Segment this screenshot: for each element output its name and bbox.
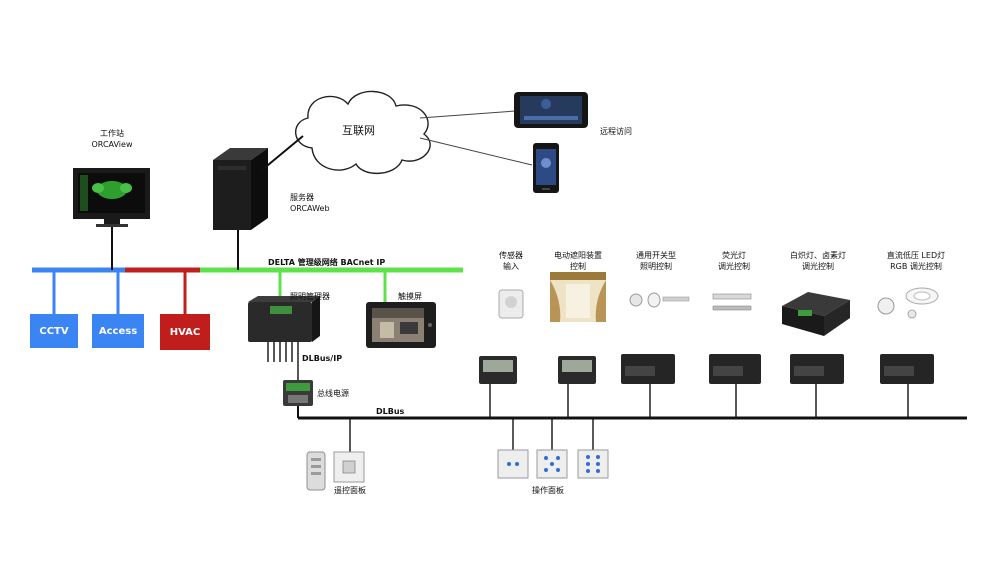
bus-module-4	[709, 354, 761, 384]
server-label-line1: 服务器	[290, 193, 314, 202]
bus-module-5	[790, 354, 844, 384]
field-device-line1: 电动遮阳装置	[554, 251, 602, 260]
bus-module-6	[880, 354, 934, 384]
touch-screen-icon	[366, 302, 436, 348]
phone-icon	[533, 143, 559, 193]
field-device-line2: 调光控制	[718, 262, 750, 271]
field-device-label-switch: 通用开关型 照明控制	[636, 250, 676, 272]
dlbus-ip-label: DLBus/IP	[302, 354, 343, 363]
remote-control-icon	[306, 451, 326, 491]
remote-access-label: 远程访问	[600, 127, 632, 136]
workstation-label-line1: 工作站	[100, 129, 124, 138]
field-device-label-sensor: 传感器 输入	[499, 250, 523, 272]
field-device-line2: RGB 调光控制	[890, 262, 942, 271]
field-device-label-led: 直流低压 LED灯 RGB 调光控制	[887, 250, 945, 272]
workstation-label: 工作站 ORCAView	[92, 128, 133, 150]
field-device-line1: 白炽灯、卤素灯	[790, 251, 846, 260]
field-device-label-fluorescent: 荧光灯 调光控制	[718, 250, 750, 272]
remote-panel-label: 遥控面板	[334, 486, 366, 495]
dlbus-label: DLBus	[376, 407, 405, 416]
server-label: 服务器 ORCAWeb	[290, 192, 330, 214]
tablet-icon	[514, 92, 588, 128]
lighting-manager-icon	[248, 296, 320, 342]
field-device-line1: 通用开关型	[636, 251, 676, 260]
bus-module-1	[479, 356, 517, 384]
server-label-line2: ORCAWeb	[290, 204, 330, 213]
internet-cloud-icon	[295, 90, 431, 175]
field-device-line1: 传感器	[499, 251, 523, 260]
led-strip-icon	[877, 287, 939, 319]
cctv-box: CCTV	[30, 314, 78, 348]
access-label: Access	[98, 325, 138, 337]
server-cloud-link	[261, 135, 304, 171]
access-box: Access	[92, 314, 144, 348]
cctv-label: CCTV	[39, 325, 69, 337]
field-device-line2: 照明控制	[640, 262, 672, 271]
workstation-label-line2: ORCAView	[91, 140, 133, 149]
hvac-box: HVAC	[160, 314, 210, 350]
motorized-curtain-icon	[550, 272, 606, 322]
switch-lighting-icon	[629, 292, 690, 308]
field-device-label-curtain: 电动遮阳装置 控制	[554, 250, 602, 272]
bus-module-2	[558, 356, 596, 384]
bus-power-supply-icon	[283, 380, 313, 406]
field-device-line2: 输入	[503, 262, 519, 271]
cloud-tablet-link	[419, 110, 516, 119]
field-device-line1: 荧光灯	[722, 251, 746, 260]
fluorescent-lamp-icon	[712, 293, 752, 311]
hvac-label: HVAC	[169, 326, 201, 338]
workstation-monitor-icon	[73, 168, 150, 227]
field-device-line2: 调光控制	[802, 262, 834, 271]
operation-panel-icon-3	[577, 449, 609, 479]
server-tower-icon	[213, 148, 268, 230]
network-label: DELTA 管理级网络 BACnet IP	[268, 258, 386, 267]
operation-panel-icon-2	[536, 449, 568, 479]
lighting-manager-label: 照明管理器	[290, 292, 330, 301]
field-device-line1: 直流低压 LED灯	[886, 251, 946, 260]
bus-power-label: 总线电源	[317, 389, 349, 398]
remote-panel-icon	[333, 451, 365, 483]
touch-screen-label: 触摸屏	[398, 292, 422, 301]
sensor-icon	[498, 289, 524, 319]
field-device-label-incandescent: 白炽灯、卤素灯 调光控制	[790, 250, 846, 272]
lighting-manager-wires	[267, 342, 299, 362]
dimmer-module-icon	[782, 292, 850, 336]
bus-module-3	[621, 354, 675, 384]
cloud-phone-link	[419, 137, 533, 166]
cloud-label: 互联网	[342, 124, 375, 137]
operation-panel-label: 操作面板	[532, 486, 564, 495]
field-device-line2: 控制	[570, 262, 586, 271]
operation-panel-icon-1	[497, 449, 529, 479]
